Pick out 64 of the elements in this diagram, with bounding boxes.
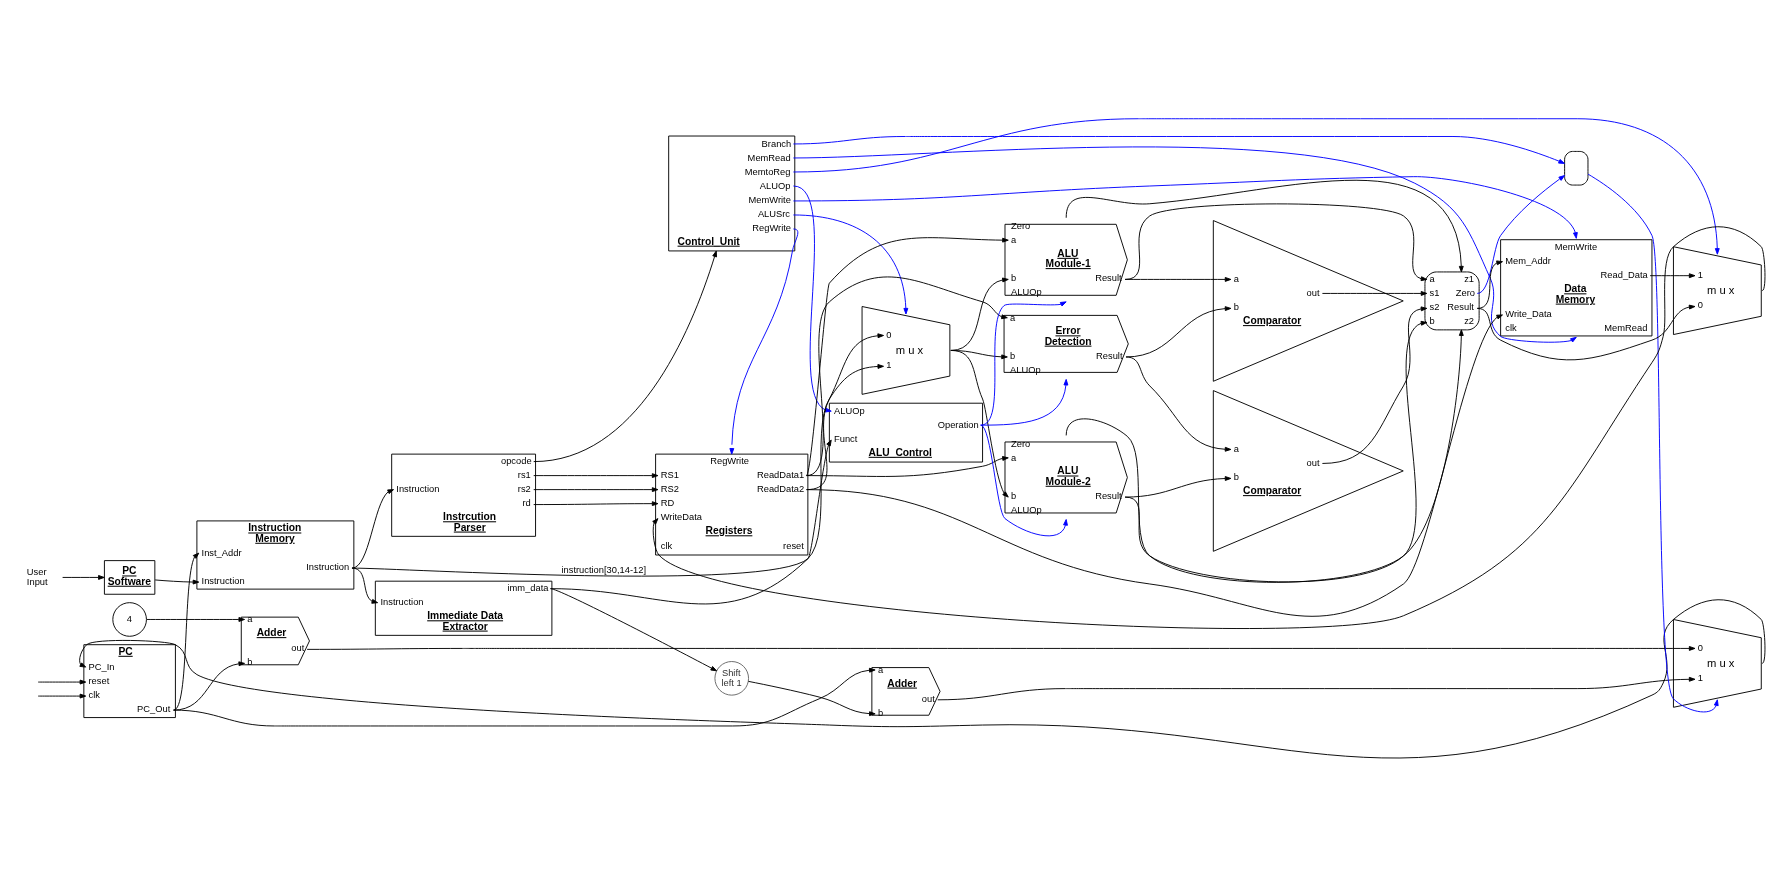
arrow [1124, 476, 1232, 498]
arrow [792, 214, 909, 315]
arrow [950, 349, 1009, 498]
node-text: User Input [26, 566, 48, 587]
node-box: Instruction Memory Inst_Addr Instruction Instruction [196, 520, 355, 590]
arrow [154, 579, 200, 585]
arrow [550, 588, 718, 672]
arrow [1065, 329, 1464, 583]
arrow [980, 301, 1067, 426]
arrow [37, 693, 87, 699]
arrow [306, 646, 1696, 651]
arrow [1124, 320, 1428, 583]
arrow [937, 676, 1696, 701]
node-circle: Shift left 1 [714, 661, 749, 696]
arrow [1476, 304, 1696, 361]
edge-label: instruction[30,14-12] [561, 564, 647, 575]
arrow [792, 176, 1578, 239]
arrow [146, 617, 245, 622]
arrow [173, 552, 200, 711]
node-box: opcode rs1 Instruction rs2 rd Instrcution Parser [391, 453, 536, 537]
node-box: Branch MemRead MemtoReg ALUOp MemWrite ALUSrc RegWrite Control_Unit [668, 135, 796, 252]
arrow [1125, 306, 1232, 358]
arrow [1587, 173, 1719, 713]
arrow [79, 599, 1766, 759]
arrow [37, 679, 87, 685]
arrow [173, 661, 245, 711]
arrow [533, 250, 717, 463]
arrow [1476, 260, 1503, 309]
arrow [806, 237, 1009, 477]
arrow [62, 575, 105, 580]
arrow [792, 146, 1577, 343]
node-box: RegWrite RS1 ReadData1 RS2 ReadData2 RD WriteData Registers clk reset [655, 453, 809, 556]
node-box: a z1 s1 Zero s2 Result b z2 [1424, 271, 1480, 331]
arrow [1649, 273, 1696, 279]
arrow [792, 185, 832, 413]
arrow [806, 456, 1009, 477]
node-box: PC Software [103, 560, 156, 595]
arrow [806, 314, 1503, 617]
arrow [806, 333, 884, 491]
arrow [792, 118, 1720, 255]
arrow [980, 424, 1068, 537]
arrow [747, 680, 876, 717]
node-gate [1564, 150, 1589, 186]
arrow [1321, 291, 1428, 296]
arrow [792, 136, 1565, 164]
arrow [729, 228, 799, 455]
node-box: imm_data Instruction Immediate Data Extractor [374, 580, 553, 636]
arrow [950, 277, 1009, 351]
arrow [550, 364, 884, 605]
arrow [806, 276, 1008, 477]
arrow [1125, 356, 1232, 452]
arrow [1124, 203, 1428, 282]
node-circle: 4 [112, 602, 147, 637]
node-box: PC PC_In reset clk PC_Out [83, 644, 176, 719]
arrow [1065, 179, 1464, 273]
arrow [652, 226, 1766, 629]
arrow [533, 487, 659, 493]
arrow [351, 439, 832, 577]
arrow [533, 501, 659, 507]
arrow [533, 473, 659, 479]
arrow [980, 378, 1069, 426]
arrow [1321, 306, 1428, 464]
arrow [1476, 175, 1565, 294]
node-box: MemWrite Mem_Addr Read_Data Data Memory Write_Data clk MemRead [1500, 239, 1653, 337]
